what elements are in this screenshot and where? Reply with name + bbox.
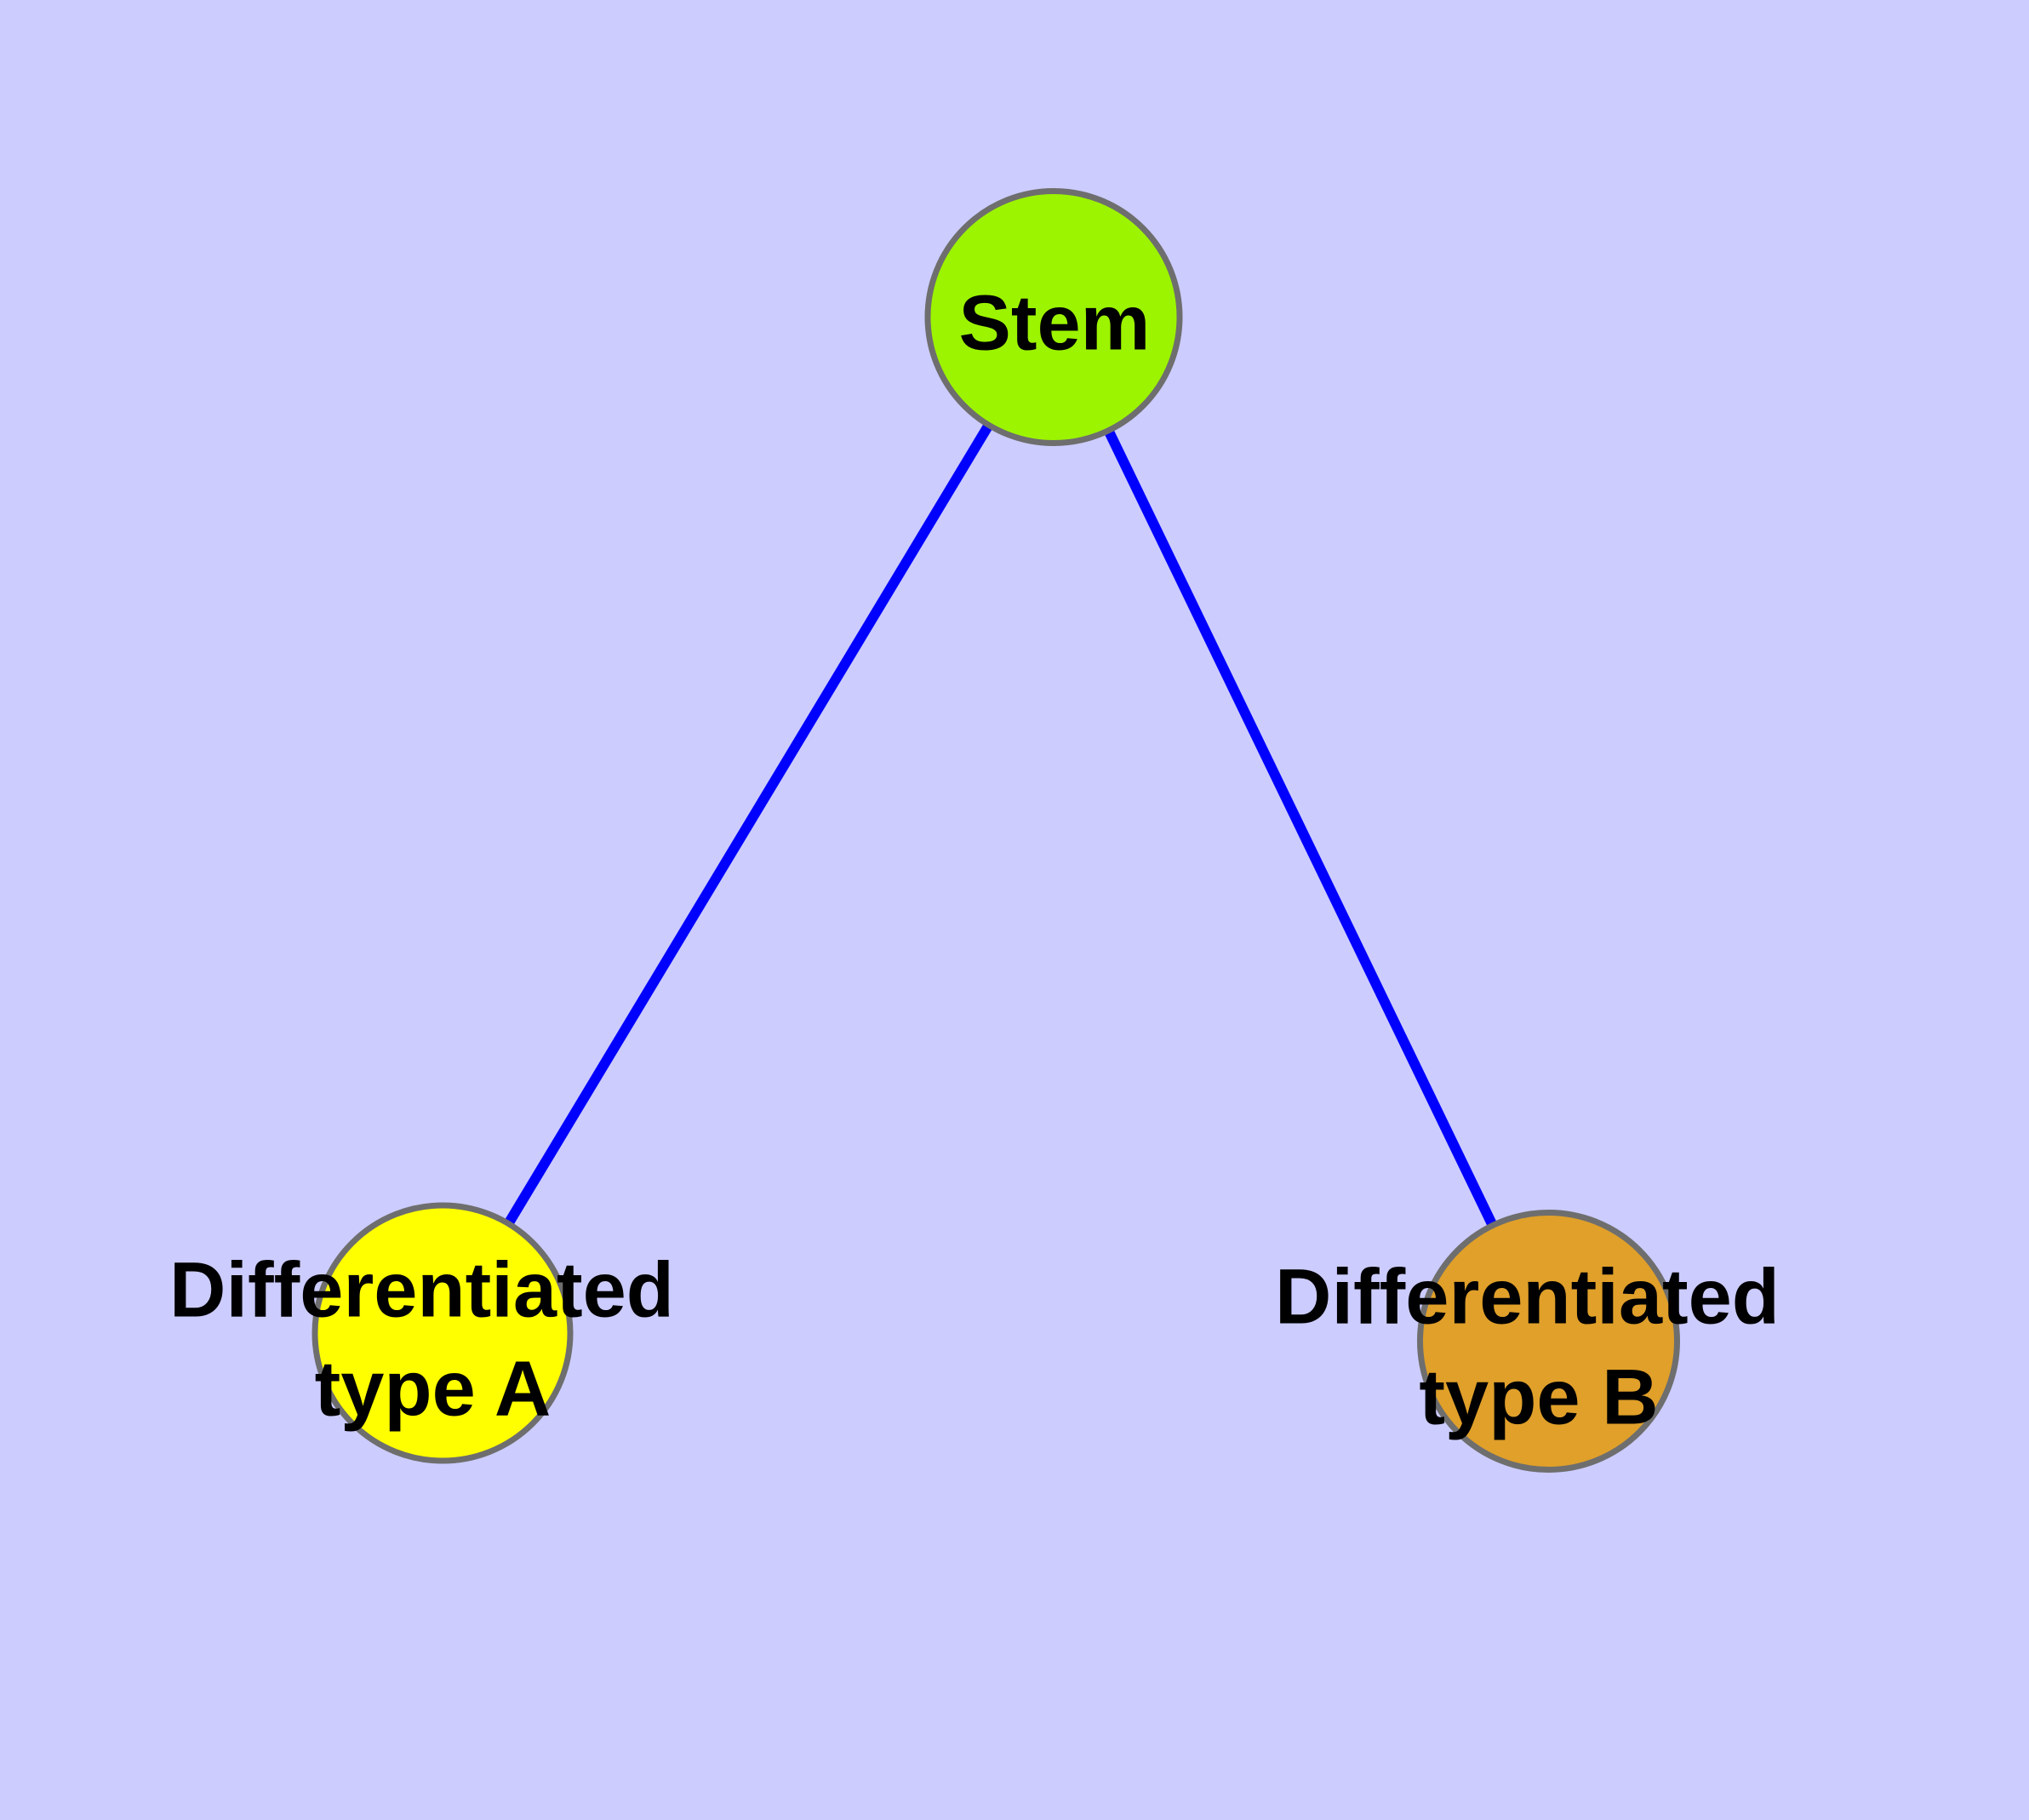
svg-text:type B: type B bbox=[1419, 1354, 1658, 1441]
svg-text:Differentiated: Differentiated bbox=[169, 1247, 674, 1334]
svg-text:type A: type A bbox=[315, 1346, 552, 1433]
svg-text:Differentiated: Differentiated bbox=[1275, 1254, 1780, 1341]
svg-text:Stem: Stem bbox=[959, 280, 1151, 367]
